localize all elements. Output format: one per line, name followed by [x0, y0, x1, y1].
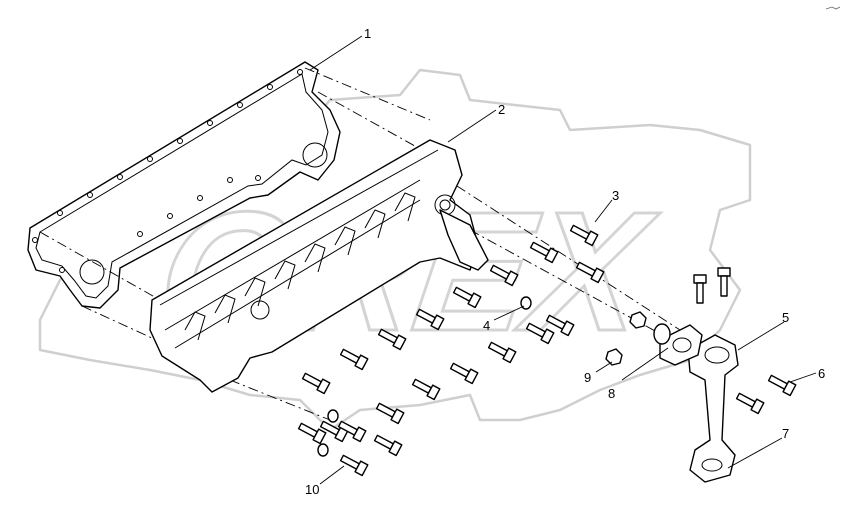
washer — [520, 296, 532, 310]
callout-9: 9 — [584, 370, 591, 385]
callout-1: 1 — [364, 26, 371, 41]
callout-5: 5 — [782, 310, 789, 325]
oil-cooler-housing — [149, 139, 489, 393]
bolt — [569, 224, 599, 247]
bolts — [297, 224, 797, 477]
washers — [317, 296, 671, 457]
bolt — [301, 372, 331, 395]
callout-2: 2 — [498, 102, 505, 117]
leader-lines — [309, 35, 817, 485]
callout-7: 7 — [782, 426, 789, 441]
bolt — [319, 420, 349, 443]
callout-3: 3 — [612, 188, 619, 203]
bolt — [525, 322, 555, 345]
o-ring — [653, 323, 671, 345]
bolt — [337, 420, 367, 443]
bolt — [452, 286, 482, 309]
bolt — [767, 374, 797, 397]
bolt — [735, 392, 765, 415]
bolt — [487, 341, 517, 364]
callout-6: 6 — [818, 366, 825, 381]
bolt — [529, 241, 559, 264]
bolt — [339, 348, 369, 371]
bolt — [575, 261, 605, 284]
bolt-vertical — [693, 274, 707, 304]
washer — [317, 443, 329, 457]
bolt — [449, 362, 479, 385]
bolt — [411, 378, 441, 401]
corner-mark-icon — [825, 6, 841, 10]
alignment-lines — [39, 67, 691, 421]
callout-4: 4 — [483, 318, 490, 333]
washer — [327, 409, 339, 423]
bolt — [377, 328, 407, 351]
bolt-vertical — [717, 267, 731, 297]
gasket — [27, 61, 341, 309]
callout-10: 10 — [305, 482, 319, 497]
bolt — [373, 434, 403, 457]
callout-8: 8 — [608, 386, 615, 401]
callout-numbers: 1 2 3 4 5 6 7 8 9 10 — [305, 26, 825, 497]
bolt — [375, 402, 405, 425]
bolt — [489, 264, 519, 287]
bolt — [415, 308, 445, 331]
bolt — [339, 454, 369, 477]
nut — [605, 348, 623, 366]
nut — [629, 311, 647, 329]
bolt — [297, 422, 327, 445]
bolt — [545, 314, 575, 337]
outlet-pipe — [687, 334, 739, 483]
